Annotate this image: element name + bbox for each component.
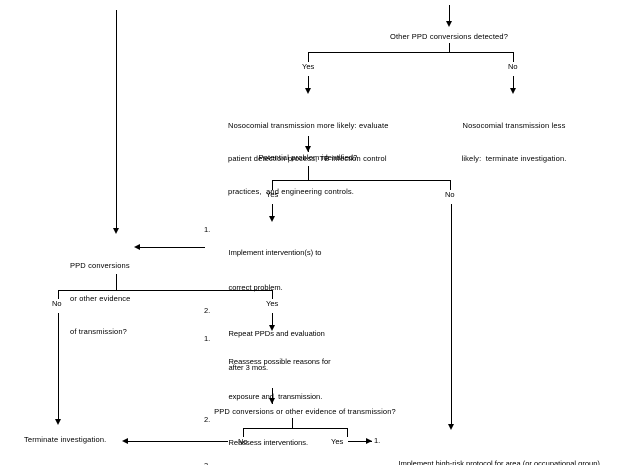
arrowhead-entry-to-q3 (113, 228, 119, 234)
edge-q1-branch-bar (308, 52, 514, 53)
edge-label-q1-no: No (508, 62, 518, 71)
edge-q2-no-to-a6 (451, 204, 452, 428)
arrowhead-q2-yes-to-a3 (269, 216, 275, 222)
process-high-risk-protocol-item-1: 1. Implement high-risk protocol for area… (374, 435, 624, 465)
decision-ppd-conversions-evidence-line3: of transmission? (70, 327, 128, 336)
arrowhead-a3-to-q3 (134, 244, 140, 250)
list-number-2: 2. (204, 414, 211, 424)
arrowhead-q2-no-to-a6 (448, 424, 454, 430)
arrowhead-a1-to-q2 (305, 146, 311, 152)
edge-q4-stem (292, 418, 293, 428)
edge-q4-no-drop (243, 428, 244, 437)
arrowhead-a4-to-q4 (269, 398, 275, 404)
process-implement-interventions-item-2-line1: Repeat PPDs and evaluation (228, 328, 325, 338)
edge-q1-no-to-a2 (513, 76, 514, 90)
process-nosocomial-more-likely-line1: Nosocomial transmission more likely: eva… (228, 121, 389, 130)
process-implement-interventions-item-1-cont: correct problem. (204, 270, 404, 305)
decision-potential-problem-identified: Potential problem identified? (258, 153, 358, 162)
decision-ppd-conversions-final: PPD conversions or other evidence of tra… (214, 407, 396, 416)
list-number-1: 1. (204, 225, 211, 234)
process-implement-interventions-item-1: 1. Implement intervention(s) to (204, 224, 404, 270)
decision-ppd-conversions-evidence-line2: or other evidence (70, 294, 131, 303)
process-nosocomial-more-likely-line3: practices, and engineering controls. (228, 187, 355, 196)
process-reassess-reasons-item-2: 2. Reassess interventions. (204, 414, 424, 460)
edge-a4-to-q4 (272, 388, 273, 404)
decision-ppd-conversions-evidence: PPD conversions or other evidence of tra… (70, 238, 180, 359)
decision-ppd-conversions-evidence-line1: PPD conversions (70, 261, 130, 270)
arrowhead-q1-no-to-a2 (510, 88, 516, 94)
arrowhead-q1-yes-to-a1 (305, 88, 311, 94)
process-implement-interventions-item-1-line1: Implement intervention(s) to (228, 248, 322, 257)
decision-other-ppd-conversions: Other PPD conversions detected? (389, 32, 509, 41)
process-implement-interventions-item-2-line2: after 3 mos. (228, 363, 269, 372)
process-reassess-reasons-item-2-line1: Reassess interventions. (228, 437, 309, 447)
edge-entry-to-q1 (449, 5, 450, 23)
edge-q1-stem (449, 43, 450, 53)
arrowhead-q4-yes-to-a6 (366, 438, 372, 444)
process-reassess-reasons-item-1-line2: exposure and transmission. (228, 391, 323, 401)
process-high-risk-protocol-item-1-text: Implement high-risk protocol for area (o… (398, 459, 602, 465)
arrowhead-q3-yes-to-a4 (269, 325, 275, 331)
edge-q4-yes-to-a6 (348, 441, 372, 442)
edge-a3-to-q3 (140, 247, 205, 248)
edge-q3-no-to-a5 (58, 313, 59, 423)
process-implement-interventions-item-1-line2: correct problem. (228, 282, 283, 292)
edge-q3-yes-to-a4 (272, 313, 273, 327)
terminal-nosocomial-less-likely-line2: likely: terminate investigation. (461, 154, 567, 163)
edge-label-q4-yes: Yes (331, 437, 344, 446)
edge-label-q4-no: No (238, 437, 248, 446)
process-high-risk-protocol: 1. Implement high-risk protocol for area… (374, 435, 624, 465)
edge-q4-branch-bar (243, 428, 347, 429)
terminal-nosocomial-less-likely: Nosocomial transmission less likely: ter… (455, 98, 573, 186)
process-reassess-reasons: 1. Reassess possible reasons for exposur… (204, 333, 424, 465)
edge-q1-no-drop (513, 52, 514, 62)
process-reassess-reasons-item-1-cont: exposure and transmission. (204, 379, 424, 414)
edge-label-q2-no: No (445, 190, 455, 199)
edge-q3-branch-bar (58, 290, 273, 291)
edge-q1-yes-drop (308, 52, 309, 62)
edge-q3-no-drop (58, 290, 59, 299)
edge-label-q3-yes: Yes (266, 299, 279, 308)
process-reassess-reasons-item-1-line1: Reassess possible reasons for (228, 357, 331, 366)
edge-q3-yes-drop (272, 290, 273, 299)
edge-q3-stem (116, 274, 117, 290)
process-nosocomial-more-likely-line2: patient detection process, TB infection … (228, 154, 387, 163)
list-number-1: 1. (204, 334, 211, 343)
edge-q2-yes-drop (272, 180, 273, 190)
edge-q4-no-to-a5 (128, 441, 228, 442)
terminal-nosocomial-less-likely-line1: Nosocomial transmission less (462, 121, 566, 130)
edge-q2-stem (308, 166, 309, 180)
edge-entry-to-q3 (116, 10, 117, 232)
arrowhead-q3-no-to-a5 (55, 419, 61, 425)
edge-label-q1-yes: Yes (302, 62, 315, 71)
list-number-2: 2. (204, 305, 211, 315)
process-implement-interventions-item-2-cont: after 3 mos. (204, 351, 404, 386)
edge-q2-no-drop (450, 180, 451, 190)
edge-q2-branch-bar (272, 180, 451, 181)
process-reassess-reasons-item-3: 3. Repeat PPDs and evaluation (204, 460, 424, 465)
process-reassess-reasons-item-1: 1. Reassess possible reasons for (204, 333, 424, 379)
edge-label-q3-no: No (52, 299, 62, 308)
edge-q2-yes-to-a3 (272, 204, 273, 218)
process-implement-interventions-item-2: 2. Repeat PPDs and evaluation (204, 305, 404, 351)
terminal-terminate-investigation: Terminate investigation. (24, 435, 107, 444)
process-implement-interventions: 1. Implement intervention(s) to correct … (204, 224, 404, 385)
arrowhead-q4-no-to-a5 (122, 438, 128, 444)
list-number-3: 3. (204, 460, 211, 465)
edge-q1-yes-to-a1 (308, 76, 309, 90)
edge-a1-to-q2 (308, 136, 309, 152)
process-nosocomial-more-likely: Nosocomial transmission more likely: eva… (228, 98, 428, 219)
edge-q4-yes-drop (347, 428, 348, 437)
edge-label-q2-yes: Yes (266, 190, 279, 199)
arrowhead-entry-to-q1 (446, 21, 452, 27)
list-number-1: 1. (374, 436, 381, 445)
